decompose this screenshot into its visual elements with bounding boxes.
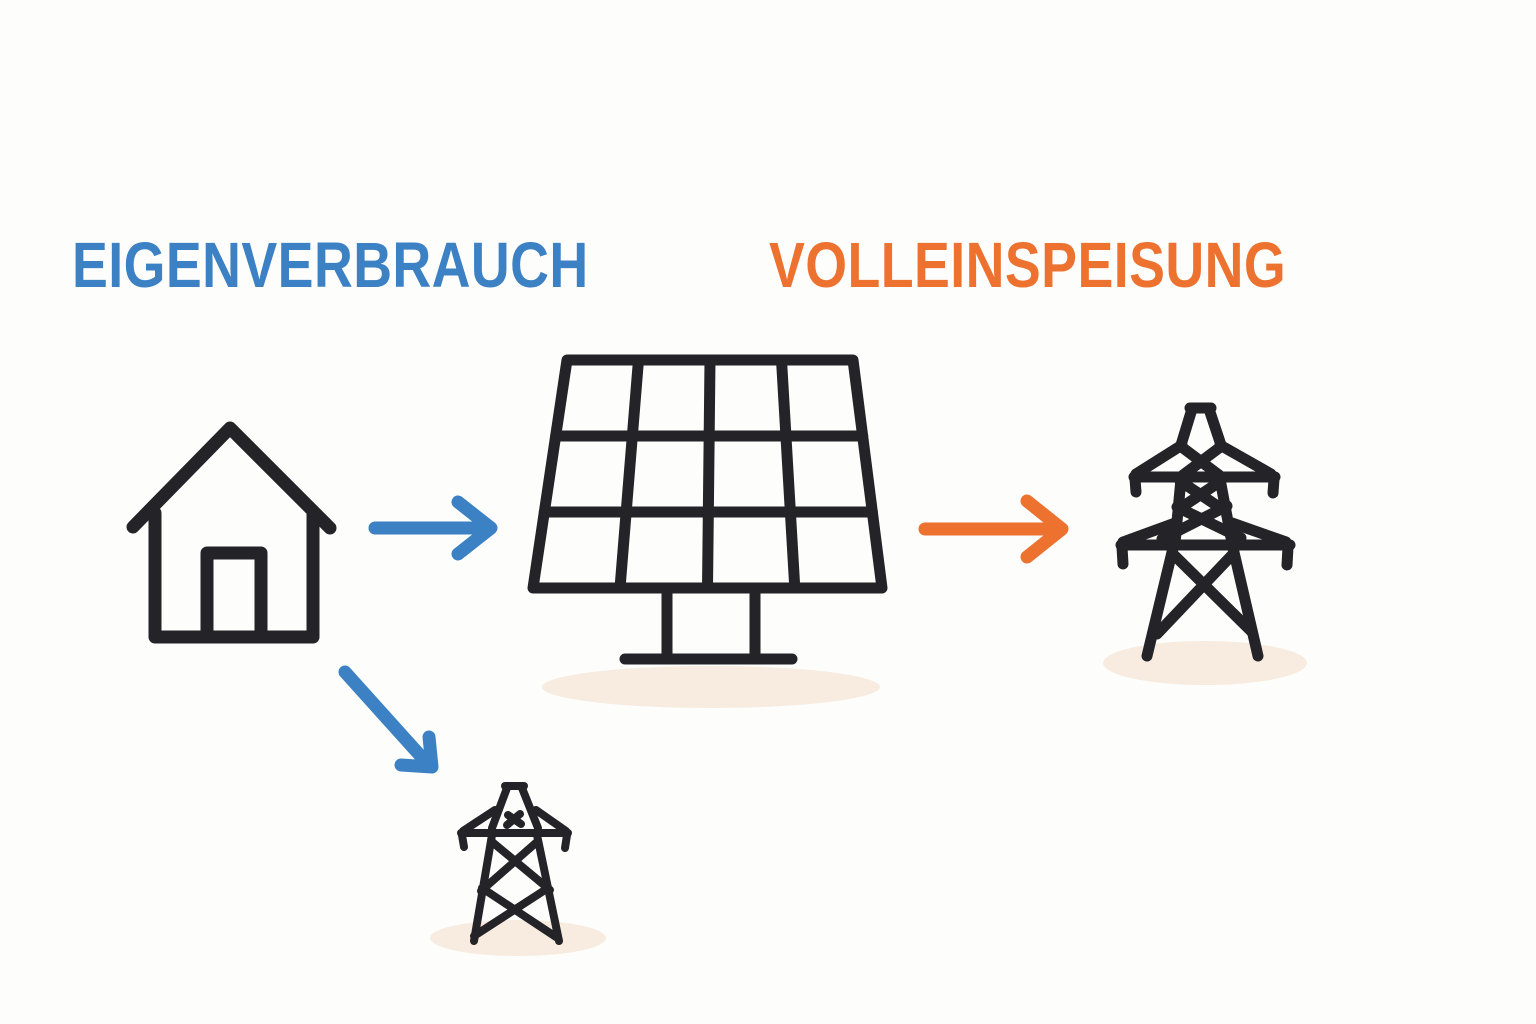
blue-diagonal-arrow-icon [338, 665, 439, 774]
power-pylon-large-shadow [1103, 641, 1307, 685]
heading-eigenverbrauch: EIGENVERBRAUCH [72, 229, 589, 301]
solar-panel-icon [527, 354, 888, 708]
heading-volleinspeisung: VOLLEINSPEISUNG [769, 229, 1287, 301]
blue-right-arrow-icon [368, 495, 498, 561]
house-icon [126, 421, 337, 644]
power-pylon-small-icon [430, 782, 606, 956]
power-pylon-large-icon [1103, 402, 1307, 685]
power-pylon-small-shadow [430, 920, 606, 956]
solar-panel-shadow [542, 666, 880, 708]
orange-right-arrow-icon [918, 494, 1069, 564]
